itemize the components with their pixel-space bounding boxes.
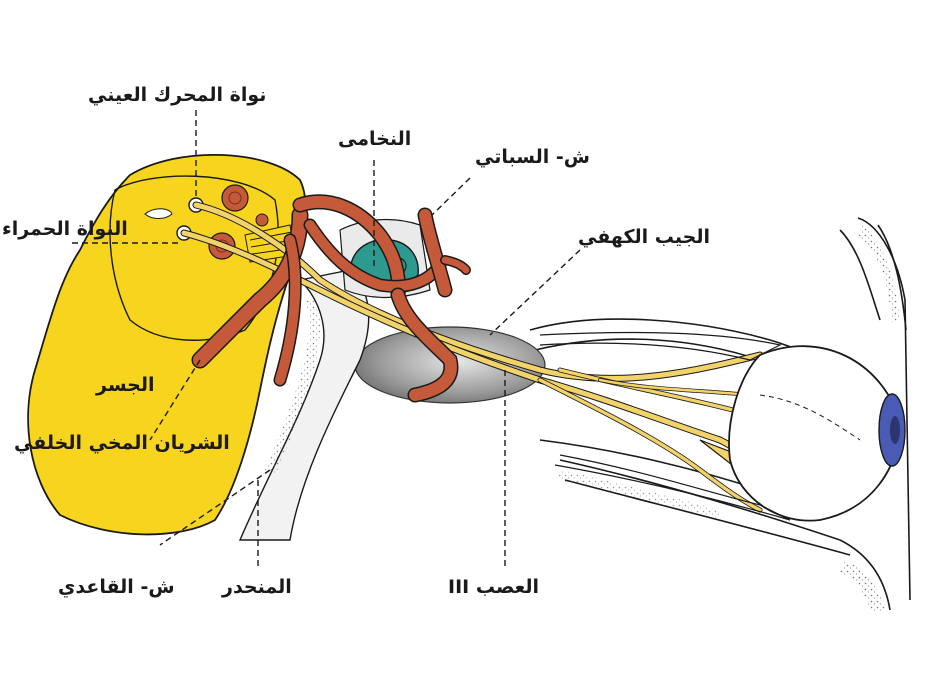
eyeball (728, 345, 906, 522)
arteries (191, 194, 471, 403)
label-basilar-artery: ش- القاعدي (58, 576, 175, 598)
aqueduct (144, 208, 173, 219)
label-pons: الجسر (96, 374, 155, 396)
label-cavernous-sinus: الجيب الكهفي (578, 226, 710, 248)
orbit-bone-stipple (558, 225, 900, 612)
label-ophthalmic-artery: ش- السباتي (475, 146, 590, 168)
label-clivus: المنحدر (222, 576, 292, 598)
label-pituitary: النخامى (338, 128, 412, 150)
label-oculomotor-nucleus: نواة المحرك العيني (88, 84, 267, 106)
label-posterior-cerebral-artery: الشريان المخي الخلفي (14, 432, 230, 454)
leader-lines (72, 110, 581, 570)
label-red-nucleus: النواة الحمراء (2, 218, 128, 240)
tegmentum-outline (109, 175, 279, 341)
orbital-muscles (539, 331, 791, 521)
label-oculomotor-nerve: العصب III (448, 576, 540, 598)
